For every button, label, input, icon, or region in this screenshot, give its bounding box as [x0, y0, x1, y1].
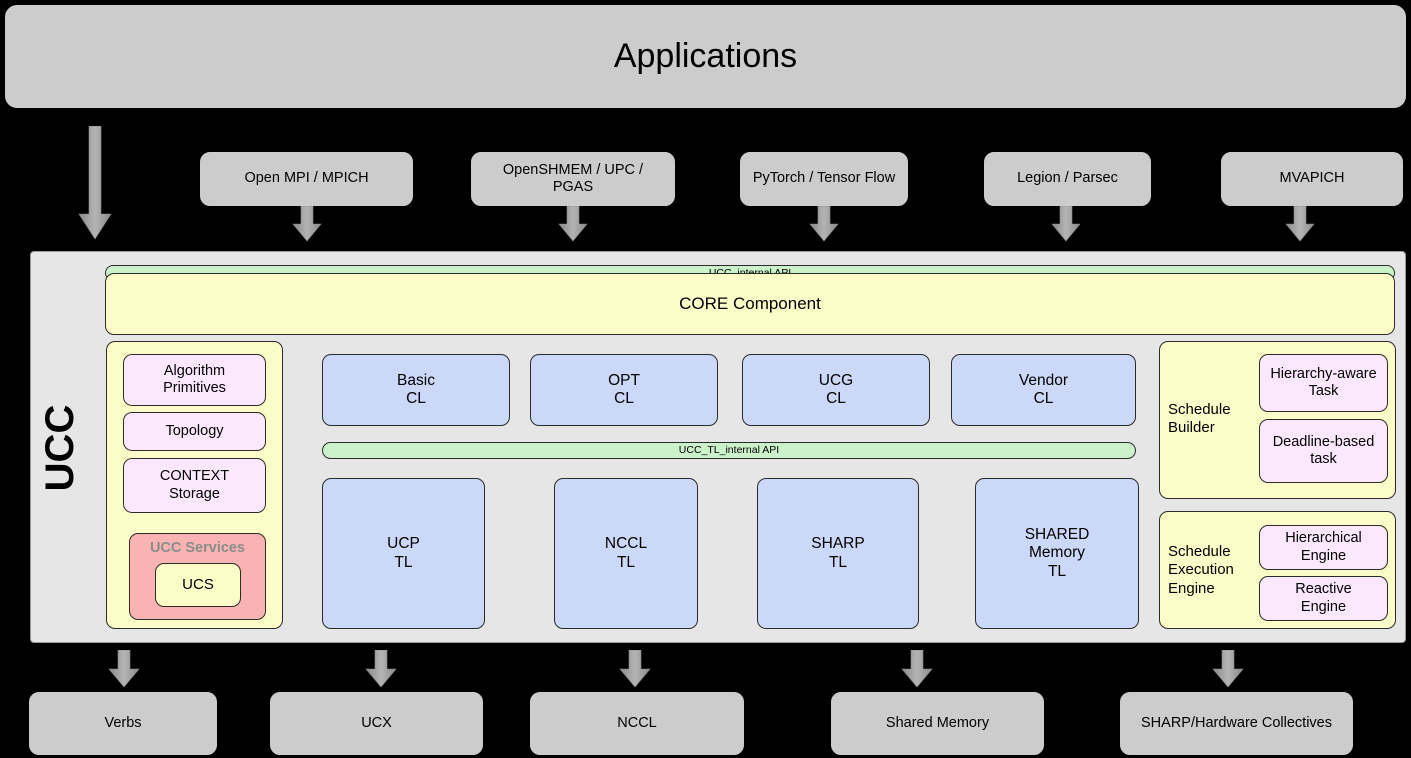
cl-box-ucg[interactable]: UCG CL	[742, 354, 930, 426]
ucc-side-label: UCC	[37, 404, 82, 492]
schedule-execution-engine-panel: Schedule Execution Engine Hierarchical E…	[1159, 511, 1396, 629]
schedule-builder-title: Schedule Builder	[1168, 401, 1231, 437]
middleware-box-pytorch-tensorflow[interactable]: PyTorch / Tensor Flow	[740, 152, 908, 206]
arrow-mvapich-to-ucc	[1285, 206, 1315, 242]
ucc-utilities-panel: Algorithm Primitives Topology CONTEXT St…	[106, 341, 283, 629]
arrow-ucc-to-nccl	[619, 650, 651, 688]
tl-box-ucp[interactable]: UCP TL	[322, 478, 485, 629]
cl-box-opt[interactable]: OPT CL	[530, 354, 718, 426]
middleware-box-openshmem-upc-pgas[interactable]: OpenSHMEM / UPC / PGAS	[471, 152, 675, 206]
transport-box-ucx[interactable]: UCX	[270, 692, 483, 755]
transport-box-sharp-hardware-collectives[interactable]: SHARP/Hardware Collectives	[1120, 692, 1353, 755]
schedule-builder-box-hierarchy-aware-task[interactable]: Hierarchy-aware Task	[1259, 354, 1388, 412]
utility-box-context-storage[interactable]: CONTEXT Storage	[123, 458, 266, 513]
schedule-builder-panel: Schedule Builder Hierarchy-aware Task De…	[1159, 341, 1396, 499]
arrow-ucc-to-ucx	[365, 650, 397, 688]
core-component-box[interactable]: CORE Component	[105, 273, 1395, 335]
ucc-services-title: UCC Services	[149, 540, 246, 556]
arrow-ucc-to-shared-memory	[901, 650, 933, 688]
ucc-services-box-ucs[interactable]: UCS	[155, 563, 241, 607]
utility-box-algorithm-primitives[interactable]: Algorithm Primitives	[123, 354, 266, 406]
arrow-openshmem-to-ucc	[558, 206, 588, 242]
utility-box-topology[interactable]: Topology	[123, 412, 266, 451]
arrow-pytorch-to-ucc	[809, 206, 839, 242]
middleware-box-legion-parsec[interactable]: Legion / Parsec	[984, 152, 1151, 206]
tl-box-nccl[interactable]: NCCL TL	[554, 478, 698, 629]
applications-banner: Applications	[5, 5, 1406, 108]
middleware-box-open-mpi-mpich[interactable]: Open MPI / MPICH	[200, 152, 413, 206]
cl-box-basic[interactable]: Basic CL	[322, 354, 510, 426]
middleware-box-mvapich[interactable]: MVAPICH	[1221, 152, 1403, 206]
arrow-legion-to-ucc	[1051, 206, 1081, 242]
execution-engine-box-reactive-engine[interactable]: Reactive Engine	[1259, 576, 1388, 621]
ucc-services-panel: UCC Services UCS	[129, 533, 266, 620]
arrow-ucc-to-verbs	[108, 650, 140, 688]
ucc-tl-internal-api-bar: UCC_TL_internal API	[322, 442, 1136, 459]
tl-box-shared-memory[interactable]: SHARED Memory TL	[975, 478, 1139, 629]
tl-box-sharp[interactable]: SHARP TL	[757, 478, 919, 629]
transport-box-verbs[interactable]: Verbs	[29, 692, 217, 755]
execution-engine-box-hierarchical-engine[interactable]: Hierarchical Engine	[1259, 525, 1388, 570]
transport-box-shared-memory[interactable]: Shared Memory	[831, 692, 1044, 755]
arrow-open-mpi-to-ucc	[292, 206, 322, 242]
arrow-ucc-to-sharp-hardware-collectives	[1212, 650, 1244, 688]
arrow-applications-to-ucc	[78, 126, 112, 240]
schedule-execution-engine-title: Schedule Execution Engine	[1168, 543, 1234, 597]
schedule-builder-box-deadline-based-task[interactable]: Deadline-based task	[1259, 419, 1388, 483]
transport-box-nccl[interactable]: NCCL	[530, 692, 744, 755]
cl-box-vendor[interactable]: Vendor CL	[951, 354, 1136, 426]
